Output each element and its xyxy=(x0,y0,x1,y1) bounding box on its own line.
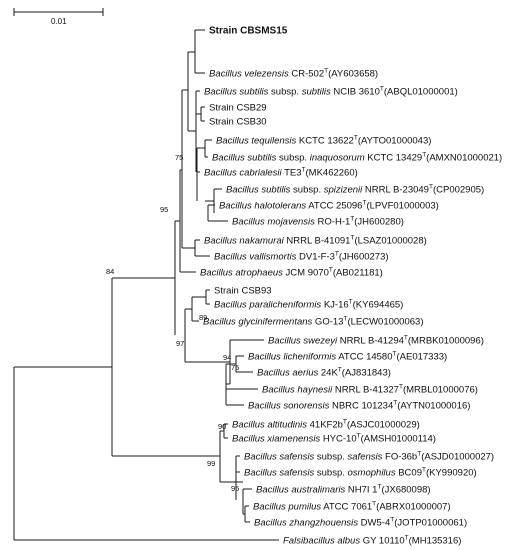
taxon-label: Bacillus velezensis CR-502T(AY603658) xyxy=(209,68,378,80)
taxon-label: Bacillus subtilis subsp. spizizenii NRRL… xyxy=(226,184,484,196)
bootstrap-label: 95 xyxy=(160,205,168,214)
taxon-label: Bacillus vallismortis DV1-F-3T(JH600273) xyxy=(214,251,389,263)
bootstrap-label: 94 xyxy=(223,353,231,362)
taxon-label: Bacillus haynesii NRRL B-41327T(MRBL0100… xyxy=(262,384,478,396)
bootstrap-label: 97 xyxy=(176,339,184,348)
taxon-label: Bacillus safensis subsp. osmophilus BC09… xyxy=(244,467,477,479)
taxon-label: Bacillus licheniformis ATCC 14580T(AE017… xyxy=(248,351,447,363)
taxon-label: Bacillus swezeyi NRRL B-41294T(MRBK01000… xyxy=(268,335,484,347)
taxon-label: Bacillus halotolerans ATCC 25096T(LPVF01… xyxy=(219,200,439,212)
scale-bar: 0.01 xyxy=(13,8,104,26)
taxon-label: Bacillus atrophaeus JCM 9070T(AB021181) xyxy=(200,267,383,279)
bootstrap-label: 95 xyxy=(231,484,239,493)
bootstrap-label: 84 xyxy=(106,267,114,276)
taxon-label: Bacillus tequilensis KCTC 13622T(AYTO010… xyxy=(216,135,431,147)
taxon-label: Bacillus nakamurai NRRL B-41091T(LSAZ010… xyxy=(204,235,427,247)
taxon-label: Strain CSB30 xyxy=(209,117,267,128)
taxon-label: Bacillus zhangzhouensis DW5-4T(JOTP01000… xyxy=(254,517,467,529)
taxon-label: Bacillus xiamenensis HYC-10T(AMSH0100011… xyxy=(232,433,436,445)
bootstrap-label: 75 xyxy=(175,153,183,162)
taxon-label: Bacillus glycinifermentans GO-13T(LECW01… xyxy=(203,316,423,328)
taxon-label: Bacillus australimaris NH7I 1T(JX680098) xyxy=(256,484,431,496)
taxon-label: Strain CBSMS15 xyxy=(209,26,288,37)
taxon-label: Bacillus subtilis subsp. inaquosorum KCT… xyxy=(212,152,502,164)
taxon-label: Bacillus sonorensis NBRC 101234T(AYTN010… xyxy=(248,400,470,412)
taxon-label: Bacillus safensis subsp. safensis FO-36b… xyxy=(244,451,494,463)
taxon-label: Bacillus subtilis subsp. subtilis NCIB 3… xyxy=(204,86,458,98)
bootstrap-label: 90 xyxy=(218,422,226,431)
taxon-label: Bacillus pumilus ATCC 7061T(ABRX01000007… xyxy=(253,501,451,513)
tree-branches xyxy=(13,29,279,541)
taxon-label: Bacillus altitudinis 41KF2bT(ASJC0100002… xyxy=(232,419,420,431)
bootstrap-values: 75 95 84 89 97 94 75 90 99 95 xyxy=(106,153,239,493)
taxon-label: Strain CSB29 xyxy=(209,103,267,114)
taxon-label: Strain CSB93 xyxy=(214,286,272,297)
bootstrap-label: 89 xyxy=(199,313,207,322)
taxon-label: Bacillus paralicheniformis KJ-16T(KY6944… xyxy=(214,299,403,311)
taxon-label: Bacillus cabrialesii TE3T(MK462260) xyxy=(204,167,358,179)
taxon-label: Bacillus mojavensis RO-H-1T(JH600280) xyxy=(232,216,404,228)
taxon-label: Bacillus aerius 24KT(AJ831843) xyxy=(257,367,391,379)
taxon-label: Falsibacillus albus GY 10110T(MH135316) xyxy=(283,535,461,547)
bootstrap-label: 75 xyxy=(231,363,239,372)
bootstrap-label: 99 xyxy=(207,459,215,468)
scale-bar-label: 0.01 xyxy=(51,17,67,26)
